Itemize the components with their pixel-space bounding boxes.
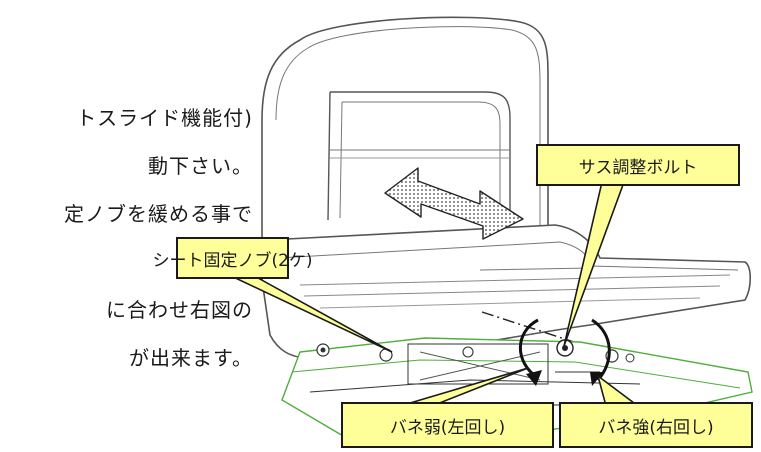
body-text-line-4: に合わせ右図の: [106, 298, 253, 322]
suspension-bolt-callout: サス調整ボルト: [536, 144, 740, 186]
body-text-line-2: 動下さい。: [148, 154, 253, 178]
spring-strong-callout: バネ強(右回し): [559, 402, 753, 448]
body-text-line-1: トスライド機能付): [76, 106, 253, 130]
body-text-line-3: 定ノブを緩める事で: [64, 202, 253, 226]
counterclockwise-arrow-icon: [518, 318, 542, 386]
body-text-line-5: が出来ます。: [129, 346, 253, 370]
seat-back-outline: [261, 16, 549, 246]
seat-back-handle: [330, 91, 511, 220]
spring-weak-callout: バネ弱(左回し): [341, 402, 554, 448]
seat-lock-knob-callout: シート固定ノブ(2ケ): [152, 237, 313, 279]
clockwise-arrow-icon: [590, 318, 611, 386]
double-headed-arrow-icon: [384, 167, 524, 240]
